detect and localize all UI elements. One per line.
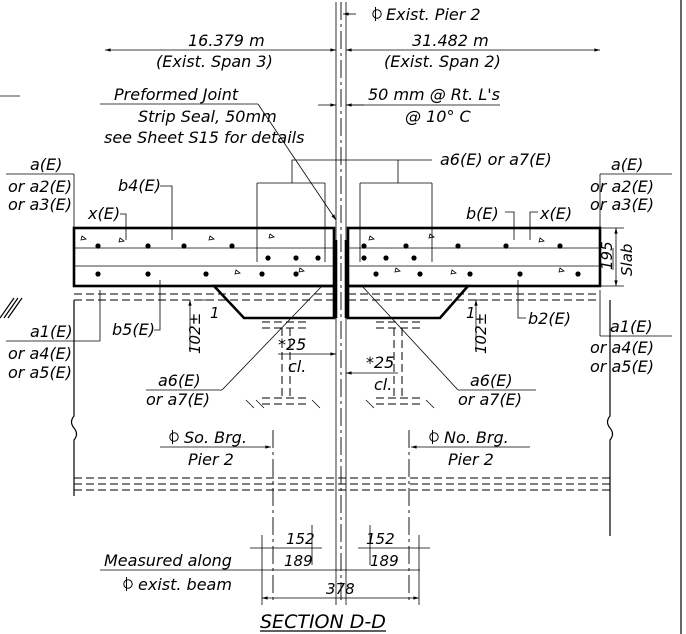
right-a3-label: or a3(E) (590, 195, 654, 214)
dim-189-right: 189 (370, 552, 399, 570)
measured-line2: exist. beam (138, 575, 232, 594)
b-right-label: b(E) (466, 204, 499, 223)
left-steel-beam (245, 321, 321, 409)
b4-label: b4(E) (118, 176, 161, 195)
right-slab (346, 226, 602, 288)
b5-label: b5(E) (112, 320, 155, 339)
dim-152-right: 152 (366, 530, 395, 548)
right-rebar (361, 243, 581, 277)
haunch-right-value: 102± (472, 313, 490, 354)
left-haunch (210, 284, 336, 320)
cl-symbol-icon (372, 6, 382, 22)
cl-left-unit: cl. (288, 357, 306, 376)
joint-note-line2: Strip Seal, 50mm (138, 107, 277, 126)
left-rebar (95, 243, 321, 277)
right-a1-label: a1(E) (610, 317, 653, 336)
no-brg-label: No. Brg. (444, 428, 509, 447)
a6-left-label: a6(E) (158, 371, 201, 390)
a7-right-label: or a7(E) (458, 390, 522, 409)
cl-right-unit: cl. (374, 375, 392, 394)
section-title: SECTION D-D (260, 611, 386, 633)
cl-right-value: *25 (366, 353, 394, 372)
gap-line1: 50 mm @ Rt. L's (368, 85, 500, 104)
left-a3-label: or a3(E) (8, 195, 72, 214)
no-brg-pier: Pier 2 (448, 450, 494, 469)
right-a5-label: or a5(E) (590, 357, 654, 376)
so-brg-label: So. Brg. (184, 428, 247, 447)
concrete-texture (80, 233, 565, 275)
left-slab (72, 226, 336, 288)
right-haunch (346, 284, 471, 320)
exist-pier-label: Exist. Pier 2 (386, 5, 481, 24)
span3-length: 16.379 m (188, 31, 265, 50)
a7-left-label: or a7(E) (146, 390, 210, 409)
left-a5-label: or a5(E) (8, 363, 72, 382)
dim-152-left: 152 (286, 530, 315, 548)
cl-symbol-icon (169, 429, 179, 445)
right-a4-label: or a4(E) (590, 338, 654, 357)
gap-line2: @ 10° C (405, 107, 472, 126)
a6-right-label: a6(E) (470, 371, 513, 390)
a6-a7-top-label: a6(E) or a7(E) (440, 150, 552, 169)
left-a-label: a(E) (30, 155, 62, 174)
left-a4-label: or a4(E) (8, 344, 72, 363)
x-left-label: x(E) (87, 204, 120, 223)
right-break-line (606, 300, 614, 536)
joint-note-line3: see Sheet S15 for details (104, 128, 304, 147)
haunch-left-value: 102± (186, 313, 204, 354)
cl-left-value: *25 (278, 335, 306, 354)
joint-note-line1: Preformed Joint (114, 85, 239, 104)
measured-line1: Measured along (104, 551, 232, 570)
span2-name: (Exist. Span 2) (384, 52, 501, 71)
right-steel-beam (365, 321, 435, 409)
right-a2-label: or a2(E) (590, 177, 654, 196)
span2-length: 31.482 m (412, 31, 489, 50)
so-brg-pier: Pier 2 (188, 450, 234, 469)
b2-label: b2(E) (528, 309, 571, 328)
left-a2-label: or a2(E) (8, 177, 72, 196)
left-a1-label: a1(E) (30, 322, 73, 341)
one-left: 1 (210, 304, 220, 322)
span3-name: (Exist. Span 3) (156, 52, 273, 71)
slab-depth-value: 195 (598, 241, 616, 270)
right-a-label: a(E) (611, 155, 643, 174)
one-right: 1 (466, 304, 476, 322)
x-right-label: x(E) (539, 204, 572, 223)
dim-189-left: 189 (284, 552, 313, 570)
left-break-line (70, 300, 78, 496)
slab-word: Slab (618, 244, 636, 276)
dim-378: 378 (326, 580, 355, 598)
cl-symbol-icon (123, 576, 133, 592)
cl-symbol-icon (429, 429, 439, 445)
